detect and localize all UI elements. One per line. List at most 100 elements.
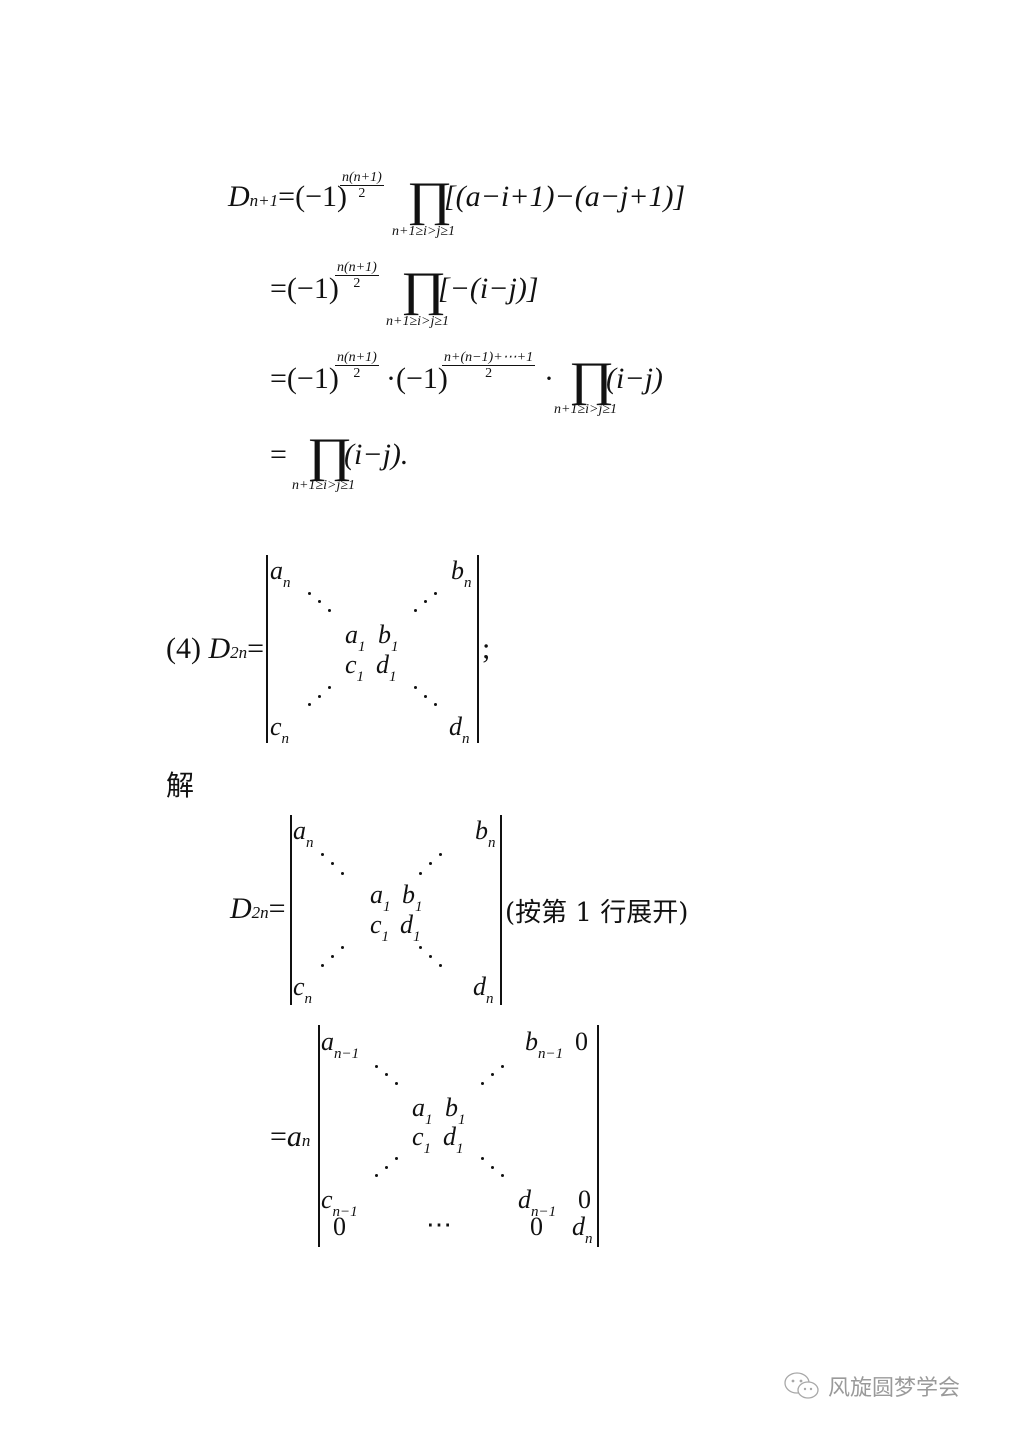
coefficient-subscript: n [301, 1131, 311, 1150]
adots [501, 1065, 504, 1068]
adots [419, 872, 422, 875]
multiply-dot: · [544, 362, 554, 395]
adots [439, 853, 442, 856]
equals-sign: = [270, 272, 287, 305]
semicolon: ; [482, 632, 491, 665]
adots [491, 1073, 494, 1076]
sign-base: (−1) [286, 272, 339, 305]
entry-d-n-minus-1: dn−1 [518, 1185, 557, 1220]
product-symbol: ∏ [407, 176, 452, 224]
entry-a-n: an [293, 816, 314, 851]
exponent-numerator: n(n+1) [335, 260, 379, 277]
entry-d-1: d1 [443, 1122, 464, 1157]
adots [434, 592, 437, 595]
problem-number: (4) [166, 632, 201, 665]
exponent-denominator: 2 [353, 276, 361, 292]
ddots [395, 1082, 398, 1085]
equals-sign: = [270, 1120, 287, 1153]
ddots [434, 703, 437, 706]
entry-b-1: b1 [445, 1093, 466, 1128]
product-limits: n+1≥i>j≥1 [386, 314, 450, 329]
det-left-bar [318, 1025, 320, 1247]
adots [341, 946, 344, 949]
solution-step-2-lhs: =an [270, 1120, 310, 1154]
entry-a-n: an [270, 556, 291, 591]
sign-base-1: (−1) [286, 362, 339, 395]
ddots [318, 600, 321, 603]
product-limits: n+1≥i>j≥1 [292, 478, 356, 493]
product-sign: ∏ [401, 263, 447, 316]
ddots [419, 946, 422, 949]
lhs-symbol: D [230, 892, 252, 925]
entry-c-1: c1 [412, 1122, 432, 1157]
entry-c-n: cn [293, 972, 313, 1007]
entry-c-n-minus-1: cn−1 [321, 1185, 358, 1220]
det-left-bar [290, 815, 292, 1005]
lhs-symbol: D [208, 632, 231, 665]
exponent-fraction-1: n(n+1)2 [335, 348, 379, 382]
ddots [328, 609, 331, 612]
entry-d-n: dn [572, 1212, 593, 1247]
derivation-line-1: Dn+1=(−1) [228, 180, 347, 214]
adots [395, 1157, 398, 1160]
adots [318, 695, 321, 698]
entry-a-n-minus-1: an−1 [321, 1027, 360, 1062]
solution-heading: 解 [166, 769, 195, 802]
ddots [375, 1065, 378, 1068]
adots [385, 1166, 388, 1169]
watermark: 风旋圆梦学会 [782, 1370, 960, 1402]
entry-zero: 0 [530, 1212, 543, 1241]
entry-b-n: bn [451, 556, 472, 591]
lhs-subscript: 2n [230, 643, 248, 662]
exponent-denominator: 2 [358, 186, 366, 202]
product-sign: ∏ [569, 353, 615, 406]
entry-c-n: cn [270, 712, 290, 747]
problem-4-label: (4) D2n= [166, 632, 264, 666]
multiply-dot: · [386, 362, 396, 395]
watermark-text: 风旋圆梦学会 [828, 1376, 961, 1401]
product-body: (i−j) [606, 362, 663, 395]
exponent-denominator: 2 [485, 366, 493, 382]
product-symbol: ∏ [401, 263, 447, 316]
ddots [414, 686, 417, 689]
entry-a-1: a1 [370, 880, 391, 915]
exponent-numerator: n+(n−1)+⋯+1 [442, 350, 536, 367]
entry-zero: 0 [575, 1027, 588, 1056]
ddots [429, 955, 432, 958]
adots [481, 1082, 484, 1085]
exponent-numerator: n(n+1) [335, 350, 379, 367]
adots [414, 609, 417, 612]
det-right-bar [500, 815, 502, 1005]
lhs-symbol: D [228, 180, 250, 213]
exponent-fraction: n(n+1)2 [340, 168, 384, 202]
ddots [439, 964, 442, 967]
lhs-subscript: n+1 [249, 191, 279, 210]
entry-c-1: c1 [345, 650, 365, 685]
adots [321, 964, 324, 967]
adots [429, 862, 432, 865]
entry-b-1: b1 [402, 880, 423, 915]
entry-d-n: dn [473, 972, 494, 1007]
adots [308, 703, 311, 706]
ddots [341, 872, 344, 875]
ddots [331, 862, 334, 865]
adots [424, 600, 427, 603]
ddots [491, 1166, 494, 1169]
entry-zero: 0 [333, 1212, 346, 1241]
sign-term-2: ·(−1) [386, 362, 448, 396]
solution-step-1-lhs: D2n= [230, 892, 286, 926]
ddots [501, 1174, 504, 1177]
entry-b-1: b1 [378, 620, 399, 655]
product-body: (i−j). [344, 438, 409, 471]
product-limits: n+1≥i>j≥1 [554, 402, 618, 417]
ddots [385, 1073, 388, 1076]
sign-base: (−1) [295, 180, 347, 213]
entry-d-n: dn [449, 712, 470, 747]
hdots: ⋯ [426, 1210, 452, 1239]
ddots [481, 1157, 484, 1160]
ddots [424, 695, 427, 698]
product-symbol: ∏ [307, 432, 352, 480]
product-body: [−(i−j)] [438, 272, 539, 305]
product-body: [(a−i+1)−(a−j+1)] [444, 180, 686, 213]
